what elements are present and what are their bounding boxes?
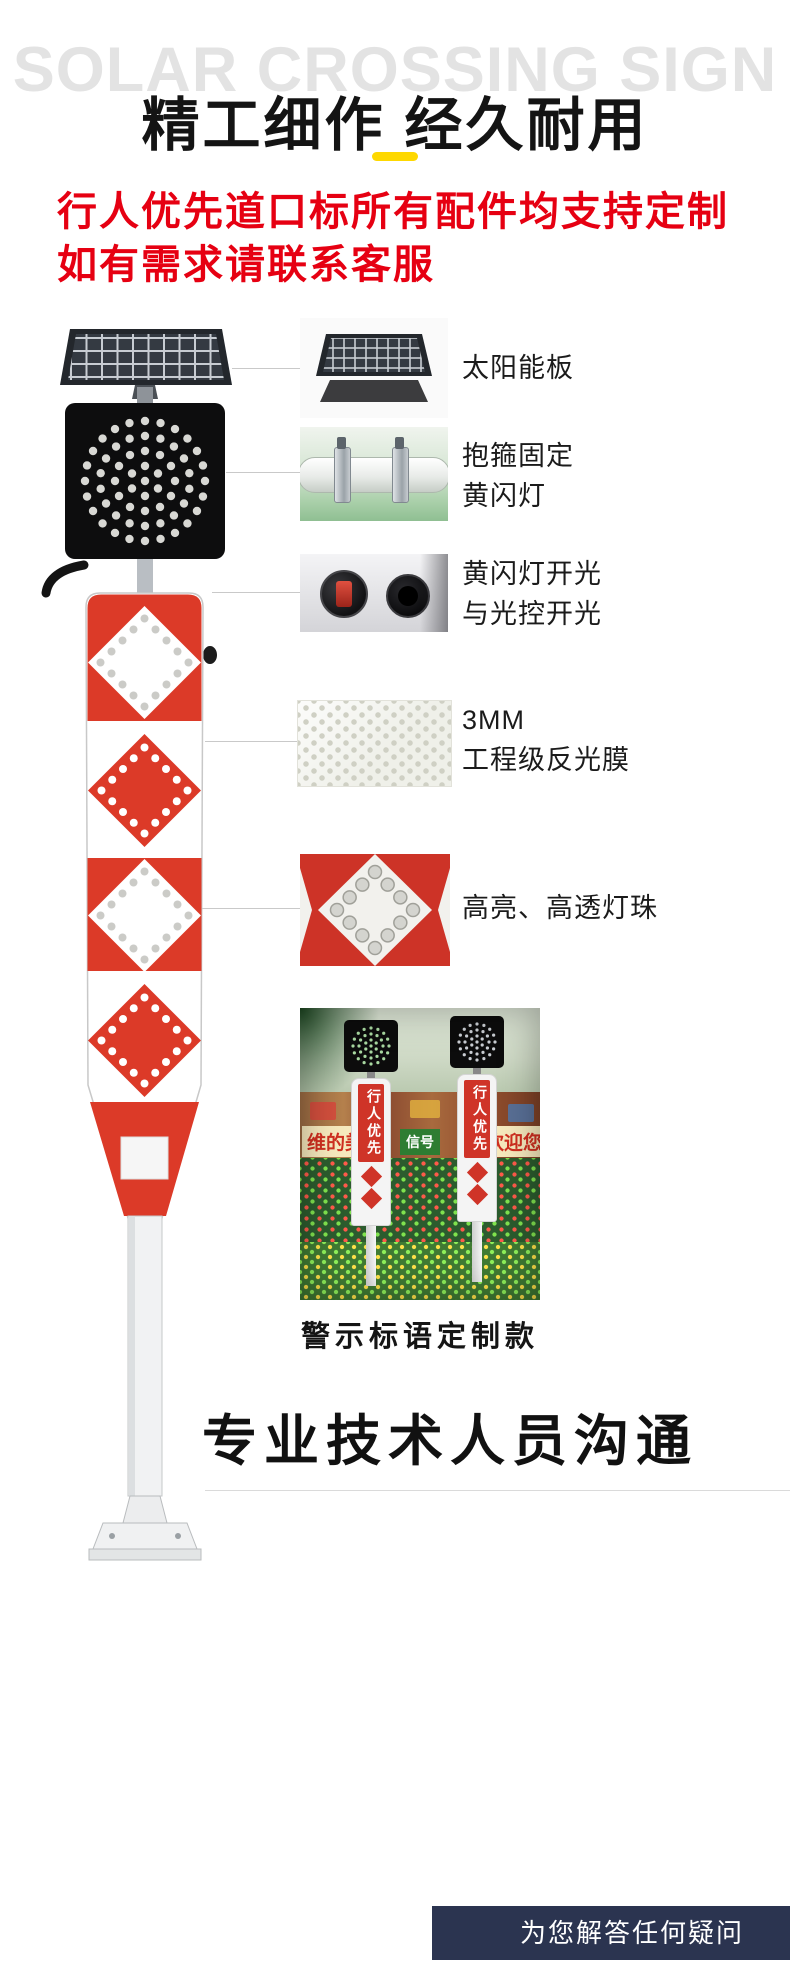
factory-photo: 维的美 信号 欢迎您 行人优先	[300, 1008, 540, 1300]
photo-sign-left: 行人优先	[344, 1020, 398, 1286]
red-rocker	[336, 581, 352, 607]
callout-label-clamp: 抱箍固定 黄闪灯	[462, 441, 574, 511]
mounting-bracket	[41, 560, 89, 598]
photo-sign-right: 行人优先	[450, 1016, 504, 1282]
pole-stub	[137, 559, 153, 593]
solar-panel-photo	[300, 318, 448, 418]
callout-label-solar-panel: 太阳能板	[462, 353, 574, 383]
hoop-clamp	[392, 447, 409, 503]
callout-connector	[226, 472, 300, 473]
callout-connector	[212, 592, 300, 593]
sign-board	[85, 592, 204, 1219]
footer-heading: 专业技术人员沟通	[202, 1410, 699, 1472]
hoop-clamp	[334, 447, 351, 503]
footer-note-bar: 为您解答任何疑问	[432, 1906, 790, 1960]
callout-connector	[202, 908, 300, 909]
rocker-switch	[320, 570, 368, 618]
side-knob	[203, 646, 217, 664]
callout-label-film: 3MM 工程级反光膜	[462, 705, 630, 775]
notice-line-2: 如有需求请联系客服	[57, 242, 435, 287]
callout-connector	[205, 741, 297, 742]
highlight-dash	[372, 152, 418, 161]
reflective-film-photo	[297, 700, 452, 787]
led-beads-photo	[300, 854, 450, 966]
page-title: 精工细作 经久耐用	[141, 93, 649, 158]
footer-divider	[205, 1490, 790, 1491]
clamp-photo	[300, 427, 448, 521]
photo-flasher-box	[344, 1020, 398, 1072]
callout-connector	[232, 368, 300, 369]
photo-flasher-box	[450, 1016, 504, 1068]
watermark-text: SOLAR CROSSING SIGN	[12, 35, 778, 105]
led-beads-graphic	[300, 854, 450, 966]
sign-vertical-text: 行人优先	[358, 1084, 384, 1162]
clamp-bolt	[337, 437, 346, 449]
photo-caption: 警示标语定制款	[300, 1321, 539, 1353]
notice-line-1: 行人优先道口标所有配件均支持定制	[57, 190, 729, 234]
base-plate	[88, 1495, 202, 1561]
custom-notice: 行人优先道口标所有配件均支持定制 如有需求请联系客服	[57, 186, 729, 292]
clamp-bolt	[395, 437, 404, 449]
callout-label-switch: 黄闪灯开光 与光控开光	[462, 559, 602, 629]
solar-panel-thumb-graphic	[300, 318, 448, 418]
callout-label-beads: 高亮、高透灯珠	[462, 893, 658, 923]
solar-panel	[60, 329, 232, 405]
switch-photo	[300, 554, 448, 632]
lamp-cylinder	[300, 457, 448, 493]
pole	[127, 1215, 163, 1497]
sign-vertical-text: 行人优先	[464, 1080, 490, 1158]
footer-note: 为您解答任何疑问	[519, 1918, 744, 1948]
banner-text-mid: 信号	[400, 1129, 440, 1155]
product-sign-illustration	[41, 329, 232, 1561]
yellow-flasher-box	[65, 403, 225, 559]
